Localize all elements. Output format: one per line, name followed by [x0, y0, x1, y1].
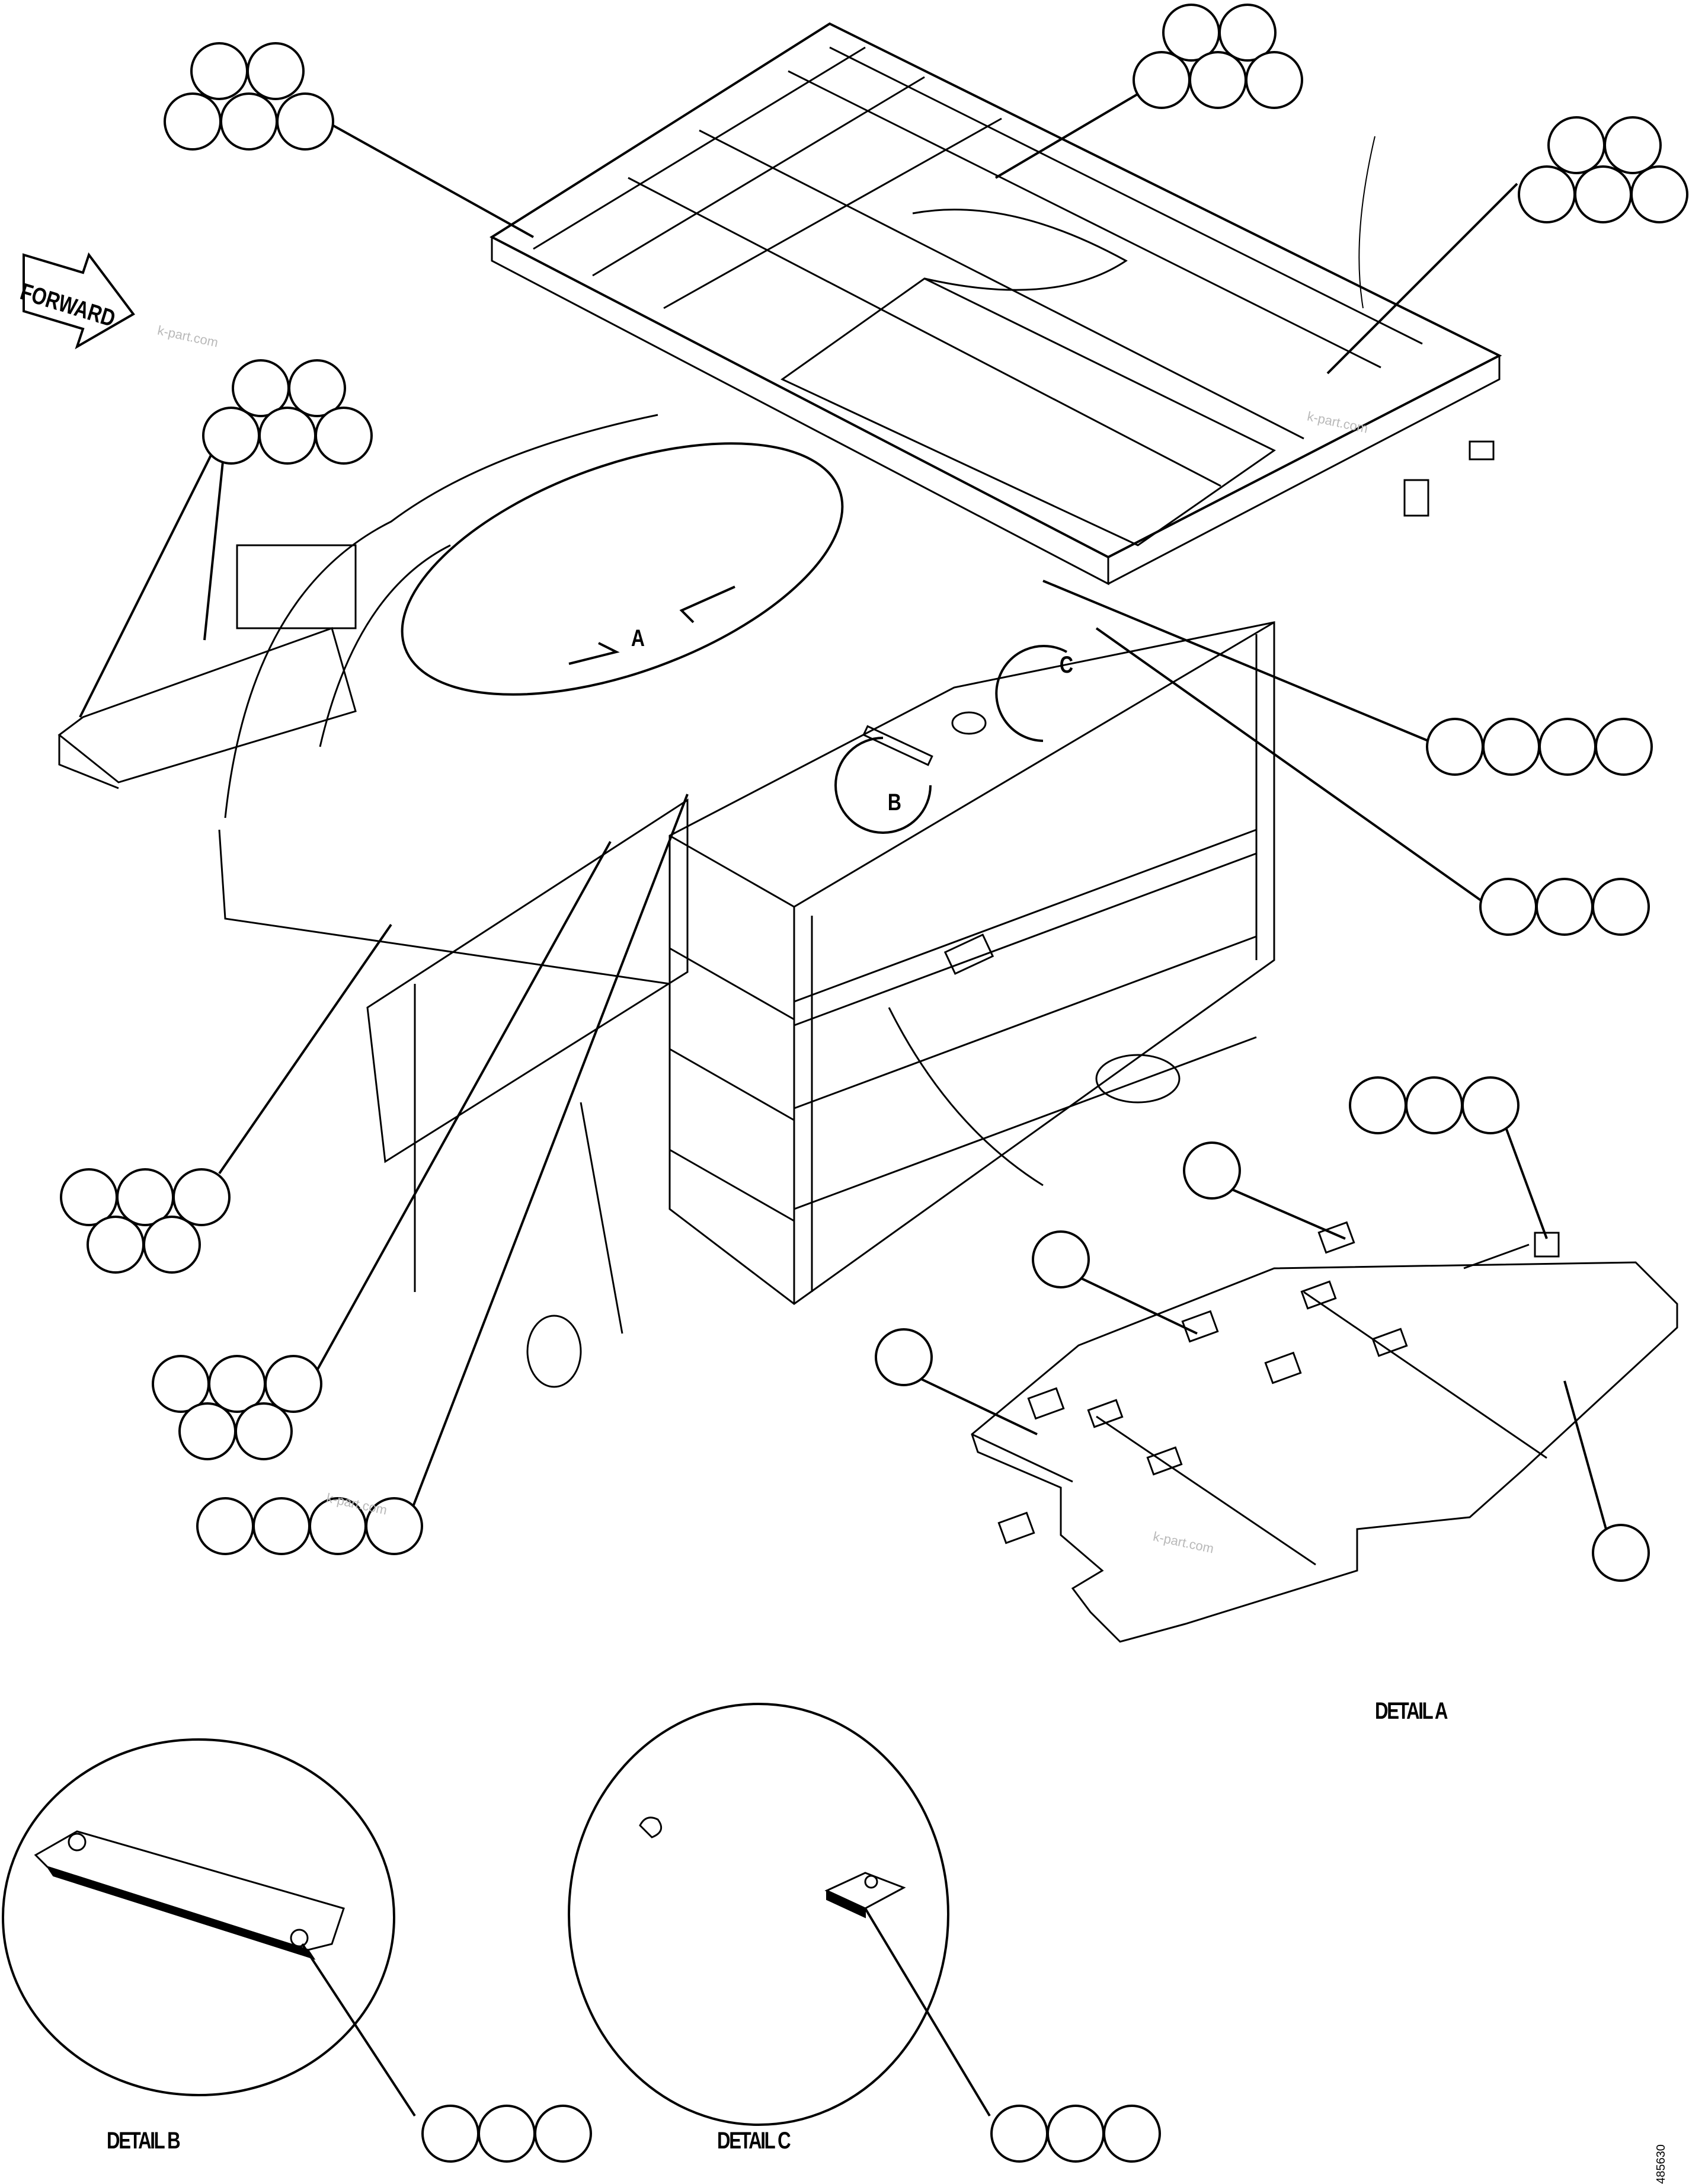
detail-a-title: DETAIL A: [1375, 1698, 1448, 1724]
cab-frame-box: [668, 621, 1275, 1305]
detail-c-view: [568, 1703, 949, 2126]
detail-a-arrow-2: [679, 586, 735, 623]
view-letter-b: B: [887, 789, 902, 816]
detail-b-view: [2, 1738, 395, 2096]
upper-deck-frame: [489, 22, 1502, 586]
detail-c-title: DETAIL C: [717, 2128, 791, 2154]
detail-b-indicator: [834, 737, 932, 834]
detail-a-panel: [971, 1221, 1678, 1643]
left-frame-structure: [57, 414, 689, 1388]
view-letter-a: A: [631, 625, 645, 651]
view-letter-c: C: [1059, 652, 1074, 678]
detail-a-arrow: [568, 642, 620, 665]
drawing-number: 485630: [1654, 2144, 1668, 2184]
balloon-callouts: [60, 4, 1688, 2163]
detail-a-callout-ellipse: [401, 442, 844, 696]
leader-lines: [79, 79, 1607, 2117]
detail-c-indicator: [995, 645, 1067, 742]
detail-b-title: DETAIL B: [107, 2128, 181, 2154]
forward-arrow-icon: [23, 252, 135, 350]
